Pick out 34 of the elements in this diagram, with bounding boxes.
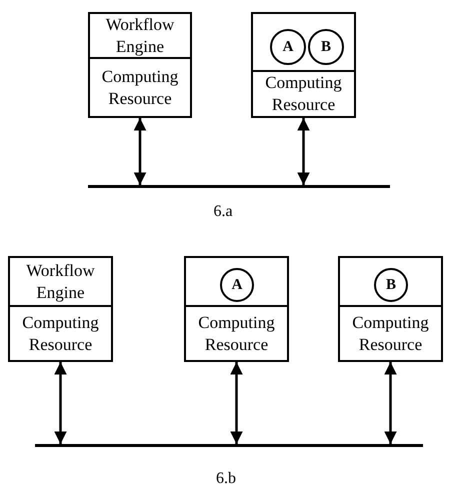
double-arrow bbox=[297, 118, 310, 185]
process-box bbox=[251, 12, 356, 72]
box-label: Computing Resource bbox=[264, 72, 343, 116]
box-label: Workflow Engine bbox=[104, 14, 176, 58]
process-box bbox=[184, 305, 289, 362]
double-arrow bbox=[230, 362, 243, 444]
circle-node bbox=[374, 268, 408, 302]
circle-node bbox=[270, 29, 306, 65]
figure-label: 6.b bbox=[216, 470, 236, 488]
process-box bbox=[338, 256, 443, 307]
process-box bbox=[88, 57, 192, 118]
circle-label: A bbox=[232, 276, 242, 295]
bus-line bbox=[35, 444, 423, 447]
process-box bbox=[8, 305, 113, 362]
box-label: Computing Resource bbox=[351, 312, 430, 356]
box-label: Computing Resource bbox=[197, 312, 276, 356]
box-label: Workflow Engine bbox=[25, 260, 96, 304]
box-label: Computing Resource bbox=[100, 66, 180, 110]
double-arrow bbox=[54, 362, 67, 444]
circle-label: A bbox=[282, 38, 294, 57]
process-box bbox=[88, 12, 192, 59]
process-box bbox=[251, 70, 356, 118]
circle-label: B bbox=[320, 38, 331, 57]
double-arrow bbox=[384, 362, 397, 444]
process-box bbox=[184, 256, 289, 307]
double-arrow bbox=[134, 118, 146, 185]
box-label: Computing Resource bbox=[21, 312, 100, 356]
circle-node bbox=[308, 29, 344, 65]
bus-line bbox=[88, 185, 390, 188]
circle-node bbox=[220, 268, 254, 302]
circle-label: B bbox=[386, 276, 396, 295]
figure-label: 6.a bbox=[213, 203, 233, 221]
process-box bbox=[8, 256, 113, 307]
process-box bbox=[338, 305, 443, 362]
